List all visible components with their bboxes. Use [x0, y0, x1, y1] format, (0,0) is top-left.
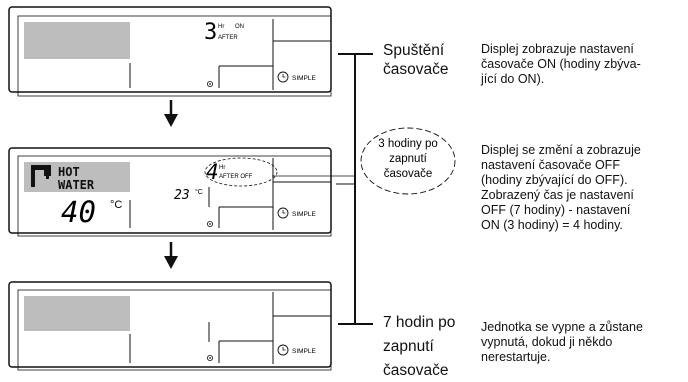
indicator-dot-center — [209, 83, 211, 85]
mode-display-blank — [24, 22, 130, 59]
indicator-dot-icon — [206, 81, 213, 88]
callout-bubble — [360, 127, 456, 195]
indicator-dot-center — [209, 357, 211, 359]
mode-display-blank — [24, 296, 130, 331]
callout-line-1: 3 hodiny po — [378, 138, 437, 150]
timer-hours-digit: 3 — [204, 20, 217, 45]
after-off-label: AFTER OFF — [219, 174, 253, 180]
hr-label: Hr — [218, 24, 224, 30]
room-temperature-unit: °C — [195, 188, 203, 196]
clock-hands — [282, 74, 286, 78]
display-panel-3: SIMPLE — [8, 281, 332, 371]
simple-label: SIMPLE — [292, 348, 317, 355]
room-temperature-value: 23 — [174, 188, 190, 203]
hot-water-tap-icon — [31, 165, 51, 187]
indicator-dot-icon — [206, 354, 213, 361]
timer-highlight-ellipse — [204, 157, 278, 187]
clock-icon — [277, 207, 289, 219]
step-1-description: Displej zobrazuje nastavení časovače ON … — [481, 42, 641, 86]
simple-label: SIMPLE — [292, 211, 317, 218]
clock-icon — [277, 344, 289, 356]
panel-inner-frame — [17, 155, 332, 237]
timer-hours-digit: 4 — [206, 160, 219, 184]
clock-hands — [282, 210, 286, 214]
panel-inner-frame — [17, 15, 332, 97]
hr-label: Hr — [219, 165, 225, 171]
down-arrow-icon — [164, 100, 178, 127]
clock-hands — [282, 347, 286, 351]
after-label: AFTER — [218, 35, 238, 41]
step-3-description: Jednotka se vypne a zůstane vypnutá, dok… — [481, 320, 643, 364]
display-panel-2: HOT WATER 40 °C 23 °C 4 Hr AFTER OFF SIM… — [8, 147, 332, 237]
step-1-label: Spuštění časovače — [383, 42, 449, 78]
water-temperature-unit: °C — [110, 199, 122, 211]
step-2-description: Displej se změní a zobrazuje nastavení č… — [481, 143, 641, 232]
indicator-dot-center — [209, 223, 211, 225]
water-temperature-value: 40 — [61, 195, 96, 229]
display-panel-1: 3 Hr ON AFTER SIMPLE — [8, 6, 332, 97]
callout-line-3: časovače — [384, 168, 433, 180]
mode-label-hot: HOT — [58, 165, 80, 179]
mode-label-water: WATER — [58, 178, 95, 192]
indicator-dot-icon — [206, 220, 213, 227]
panel-inner-frame — [17, 289, 332, 371]
simple-label: SIMPLE — [292, 75, 317, 82]
timer-on-label: ON — [235, 24, 244, 30]
step-3-label: 7 hodin po zapnutí časovače — [383, 314, 456, 379]
clock-icon — [277, 71, 289, 83]
down-arrow-icon — [164, 242, 178, 269]
callout-line-2: zapnutí — [389, 153, 428, 165]
